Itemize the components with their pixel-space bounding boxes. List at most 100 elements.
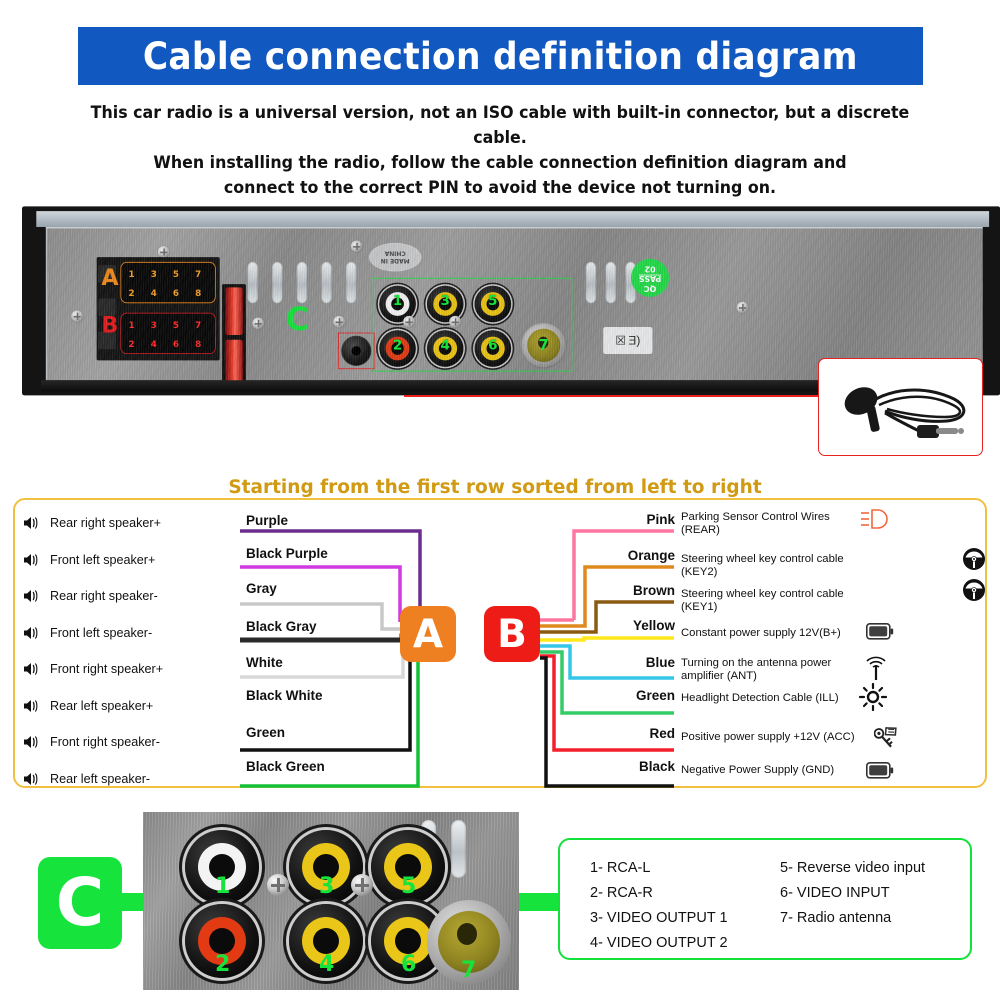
rca-closeup-4[interactable] (289, 904, 363, 978)
rca-number: 2 (392, 337, 403, 354)
legend-item: 7- Radio antenna (780, 910, 892, 926)
rca-hole (438, 297, 452, 311)
rca-closeup-number-4: 4 (319, 952, 335, 977)
fuse-housing (222, 284, 246, 391)
rca-closeup-1[interactable] (185, 830, 259, 904)
speaker-label: Front right speaker+ (50, 662, 164, 677)
rca-jack-6[interactable]: 6 (474, 330, 512, 367)
pin-a6: 6 (172, 287, 180, 299)
wee-bin-icon: ☒ (615, 334, 627, 348)
connector-tab (98, 265, 116, 283)
page-title: Cable connection definition diagram (143, 34, 858, 78)
ce-mark-icon: Ǝ) (628, 333, 641, 348)
connector-a-pin-row-1: 1 3 5 7 (124, 265, 213, 282)
pin-b2: 2 (128, 338, 135, 349)
panel-screw (252, 317, 265, 330)
radio-bottom-lip (41, 380, 983, 392)
mic-callout-box (818, 358, 983, 456)
wire-label-black-gray: Black Gray (246, 619, 317, 634)
connector-a-plug[interactable]: 1 3 5 7 2 4 6 8 (120, 261, 216, 304)
steering-wheel-icon (962, 547, 986, 571)
antenna-pinhole (457, 923, 477, 945)
rca-legend-column-1: 1- RCA-L 2- RCA-R 3- VIDEO OUTPUT 1 4- V… (590, 856, 780, 958)
wire-desc-brown: Steering wheel key control cable (KEY1) (681, 588, 844, 613)
qc-line-3: 02 (644, 264, 656, 274)
intro-text: This car radio is a universal version, n… (78, 100, 923, 200)
pin-b1: 1 (128, 319, 135, 330)
legend-item: 1- RCA-L (590, 860, 651, 876)
speaker-row: Front left speaker- (22, 615, 222, 652)
rca-hole (395, 854, 421, 880)
qc-line-2: PASS (638, 273, 662, 283)
speaker-row: Rear left speaker+ (22, 688, 222, 725)
speaker-row: Front right speaker+ (22, 651, 222, 688)
panel-screw (350, 240, 363, 253)
antenna-number: 7 (538, 336, 549, 355)
rca-hole (313, 854, 339, 880)
wire-label-orange: Orange (627, 548, 675, 563)
wire-desc-orange: Steering wheel key control cable (KEY2) (681, 553, 844, 578)
panel-screw (333, 315, 346, 328)
c-section-badge: C (38, 857, 122, 949)
speaker-icon (22, 624, 40, 642)
vent-slot (451, 820, 466, 878)
wire-label-green: Green (635, 688, 675, 703)
vent-slot (247, 261, 258, 304)
steering-wheel-icon (962, 578, 986, 602)
page-header-bar: Cable connection definition diagram (78, 27, 923, 85)
panel-screw (267, 874, 289, 896)
antenna-pinhole (538, 336, 549, 349)
vent-slot (321, 261, 332, 304)
rca-jack-3[interactable]: 3 (426, 285, 464, 323)
pin-a5: 5 (172, 268, 180, 280)
speaker-label: Rear right speaker- (50, 589, 158, 604)
rca-closeup-number-3: 3 (319, 874, 335, 899)
rca-closeup-3[interactable] (289, 830, 363, 904)
radio-top-lip (36, 211, 990, 227)
certification-label: ☒ Ǝ) (603, 327, 653, 355)
rca-jack-1[interactable]: 1 (379, 285, 416, 323)
pin-b3: 3 (150, 319, 157, 330)
wire-label-red: Red (649, 726, 675, 741)
connector-tab (98, 298, 116, 316)
intro-line-3: connect to the correct PIN to avoid the … (223, 178, 777, 197)
rca-jack-2[interactable]: 2 (379, 330, 416, 367)
headlight-icon (860, 508, 890, 530)
pin-b7: 7 (195, 319, 202, 330)
wire-label-white: White (246, 655, 283, 670)
panel-screw (449, 315, 462, 328)
connector-tab (98, 331, 116, 350)
speaker-row: Front right speaker- (22, 724, 222, 761)
mic-jack[interactable] (341, 336, 371, 366)
wire-label-brown: Brown (633, 583, 675, 598)
rca-jack-5[interactable]: 5 (474, 285, 512, 323)
antenna-closeup-7[interactable] (427, 900, 511, 984)
rca-closeup-5[interactable] (371, 830, 445, 904)
speaker-icon (22, 660, 40, 678)
speaker-icon (22, 733, 40, 751)
panel-screw (736, 301, 749, 314)
speaker-label: Front left speaker+ (50, 552, 156, 567)
pin-a7: 7 (195, 268, 202, 280)
rca-closeup-2[interactable] (185, 904, 259, 978)
rca-hole (486, 342, 500, 355)
speaker-icon (22, 770, 40, 788)
speaker-icon (22, 697, 40, 715)
connector-b-plug[interactable]: 1 3 5 7 2 4 6 8 (120, 312, 216, 355)
rca-number: 4 (440, 337, 450, 354)
connector-a-pin-row-2: 2 4 6 8 (124, 284, 213, 301)
rca-jack-4[interactable]: 4 (426, 330, 464, 367)
radio-rear-panel: 1 3 5 7 2 4 6 8 (45, 226, 983, 391)
speaker-icon (22, 551, 40, 569)
rca-closeup-6[interactable] (371, 904, 445, 978)
radio-antenna-jack[interactable]: 7 (520, 322, 567, 369)
pin-b8: 8 (195, 338, 202, 349)
speaker-row: Rear left speaker- (22, 761, 222, 798)
rca-legend-column-2: 5- Reverse video input 6- VIDEO INPUT 7-… (780, 856, 970, 958)
wire-desc-red: Positive power supply +12V (ACC) (681, 731, 855, 743)
rca-closeup-number-6: 6 (401, 952, 417, 977)
wire-label-gray: Gray (246, 581, 277, 596)
wire-label-green: Green (246, 725, 286, 740)
rca-hole (391, 297, 404, 311)
